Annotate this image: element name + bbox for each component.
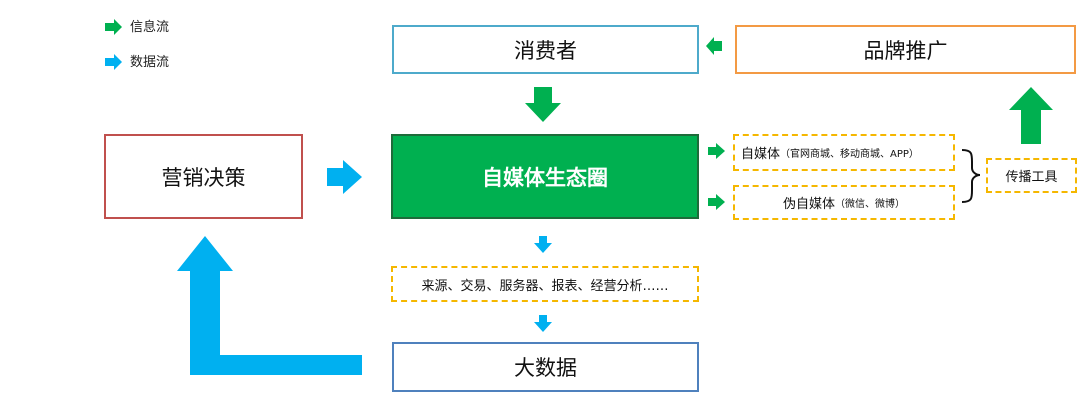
data-flow-legend-arrow-icon [105,54,122,70]
ecosystem-label: 自媒体生态圈 [482,165,608,190]
brand-promotion-label: 品牌推广 [863,38,948,63]
info-flow-legend-arrow-icon [105,19,122,35]
tools-label: 传播工具 [1005,170,1058,185]
pseudo-media-sublabel: （微信、微博） [835,199,905,210]
sources-box: 来源、交易、服务器、报表、经营分析…… [391,266,699,302]
big-data-to-marketing-arrow [177,236,362,375]
big-data-box: 大数据 [392,342,699,392]
big-data-label: 大数据 [514,356,577,380]
pseudo-media-box: 伪自媒体 （微信、微博） [733,185,955,220]
tools-to-brand-arrow [1009,87,1053,144]
grouping-brace [961,149,981,203]
data-flow-legend-label: 数据流 [130,55,170,70]
ecosystem-box: 自媒体生态圈 [391,134,699,219]
tools-box: 传播工具 [986,158,1077,193]
marketing-decision-label: 营销决策 [161,165,246,190]
ecosystem-to-pseudo-media-arrow [708,194,725,210]
legend: 信息流 数据流 [104,14,224,74]
sources-to-bigdata-arrow [534,315,552,332]
self-media-sublabel: （官网商城、移动商城、APP） [780,149,919,160]
marketing-decision-box: 营销决策 [104,134,303,219]
marketing-to-ecosystem-arrow [327,160,362,194]
ecosystem-to-sources-arrow [534,236,552,253]
consumer-to-ecosystem-arrow [525,87,561,122]
brand-to-consumer-arrow [706,37,722,55]
sources-label: 来源、交易、服务器、报表、经营分析…… [421,278,669,294]
self-media-label: 自媒体 [741,147,781,162]
self-media-box: 自媒体 （官网商城、移动商城、APP） [733,134,955,171]
consumer-label: 消费者 [514,38,577,63]
info-flow-legend-label: 信息流 [130,20,170,35]
pseudo-media-label: 伪自媒体 [782,197,835,212]
brand-promotion-box: 品牌推广 [735,25,1076,74]
consumer-box: 消费者 [392,25,699,74]
ecosystem-to-self-media-arrow [708,143,725,159]
